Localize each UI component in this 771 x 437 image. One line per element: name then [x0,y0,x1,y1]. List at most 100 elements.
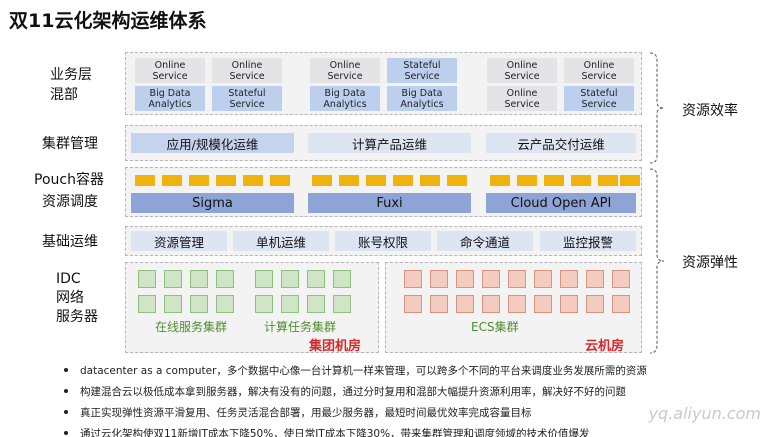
bullet-item: datacenter as a computer，多个数据中心像一台计算机一样来… [64,363,647,378]
bullet-text: 真正实现弹性资源平滑复用、任务灵活混合部署，用最少服务器，最短时间最优效率完成容… [80,407,532,419]
cluster-bar: 计算产品运维 [308,133,471,153]
service-box: Online Service [487,58,557,83]
service-box: Stateful Service [564,86,634,111]
server-cube [190,270,208,288]
row-label-business-line2: 混部 [50,87,78,103]
server-cube [307,270,325,288]
server-cube [138,295,156,313]
server-cube [333,295,351,313]
cluster-label-online: 在线服务集群 [155,320,228,334]
server-cube [307,295,325,313]
pouch-container [620,175,640,186]
cluster-label-compute: 计算任务集群 [264,320,337,334]
server-cube [333,270,351,288]
server-cube [560,295,578,313]
bullet-dot [64,431,68,435]
server-cube [164,270,182,288]
service-box: Big Data Analytics [135,86,205,111]
server-cube [586,295,604,313]
room-label-group: 集团机房 [309,339,362,354]
ops-bar: 命令通道 [437,231,533,251]
row-label-business: 业务层 混部 [50,65,92,105]
row-label-ops: 基础运维 [42,234,98,250]
row-label-idc-line2: 网络 [56,290,84,306]
pouch-container [517,175,537,186]
server-cube [404,295,422,313]
row-label-pouch: Pouch容器 [34,172,104,188]
server-cube [456,295,474,313]
pouch-container [270,175,290,186]
server-cube [508,295,526,313]
server-cube [508,270,526,288]
row-label-idc-line3: 服务器 [56,309,98,325]
service-box: Stateful Service [212,86,282,111]
server-cube [482,295,500,313]
pouch-container [339,175,359,186]
bullet-item: 构建混合云以极低成本拿到服务器，解决有没有的问题，通过分时复用和混部大幅提升资源… [64,384,626,399]
server-cube [586,270,604,288]
pouch-container [544,175,564,186]
pouch-container [420,175,440,186]
bullet-text: 通过云化架构使双11新增IT成本下降50%，使日常IT成本下降30%，带来集群管… [80,428,590,437]
server-cube [482,270,500,288]
server-cube [281,270,299,288]
service-box: Big Data Analytics [387,86,457,111]
server-cube [255,270,273,288]
server-cube [216,270,234,288]
pouch-container [490,175,510,186]
brace-efficiency [649,52,665,164]
side-label-elasticity: 资源弹性 [682,255,738,271]
ops-bar: 账号权限 [335,231,431,251]
bullet-dot [64,368,68,372]
row-label-idc-line1: IDC [56,271,81,287]
row-label-schedule: 资源调度 [42,194,98,210]
bullet-text: 构建混合云以极低成本拿到服务器，解决有没有的问题，通过分时复用和混部大幅提升资源… [80,386,626,398]
row-label-cluster: 集群管理 [42,136,98,152]
row-label-idc: IDC 网络 服务器 [56,270,98,327]
schedule-bar-fuxi: Fuxi [308,193,471,213]
pouch-container [135,175,155,186]
bullet-item: 通过云化架构使双11新增IT成本下降50%，使日常IT成本下降30%，带来集群管… [64,426,590,437]
server-cube [216,295,234,313]
pouch-container [216,175,236,186]
page-title: 双11云化架构运维体系 [9,10,207,32]
server-cube [560,270,578,288]
pouch-container [243,175,263,186]
service-box: Online Service [487,86,557,111]
server-cube [534,295,552,313]
server-cube [190,295,208,313]
server-cube [255,295,273,313]
service-box: Online Service [212,58,282,83]
ops-bar: 资源管理 [131,231,227,251]
cluster-bar: 云产品交付运维 [486,133,636,153]
bullet-item: 真正实现弹性资源平滑复用、任务灵活混合部署，用最少服务器，最短时间最优效率完成容… [64,405,532,420]
pouch-container [366,175,386,186]
server-cube [404,270,422,288]
bullet-dot [64,410,68,414]
service-box: Online Service [310,58,380,83]
row-label-business-line1: 业务层 [50,67,92,83]
server-cube [281,295,299,313]
cluster-bar: 应用/规模化运维 [131,133,294,153]
server-cube [456,270,474,288]
pouch-container [447,175,467,186]
service-box: Stateful Service [387,58,457,83]
cluster-label-ecs: ECS集群 [471,320,519,334]
schedule-bar-cloud-open-api: Cloud Open API [486,193,636,213]
server-cube [534,270,552,288]
pouch-container [312,175,332,186]
pouch-container [189,175,209,186]
schedule-bar-sigma: Sigma [131,193,294,213]
bullet-text: datacenter as a computer，多个数据中心像一台计算机一样来… [80,365,647,377]
ops-bar: 监控报警 [540,231,636,251]
server-cube [164,295,182,313]
watermark: yq.aliyun.com [648,404,761,423]
server-cube [612,295,630,313]
service-box: Big Data Analytics [310,86,380,111]
pouch-container [598,175,618,186]
server-cube [430,270,448,288]
ops-bar: 单机运维 [233,231,329,251]
brace-elasticity [649,168,665,354]
server-cube [138,270,156,288]
room-label-cloud: 云机房 [585,339,625,354]
